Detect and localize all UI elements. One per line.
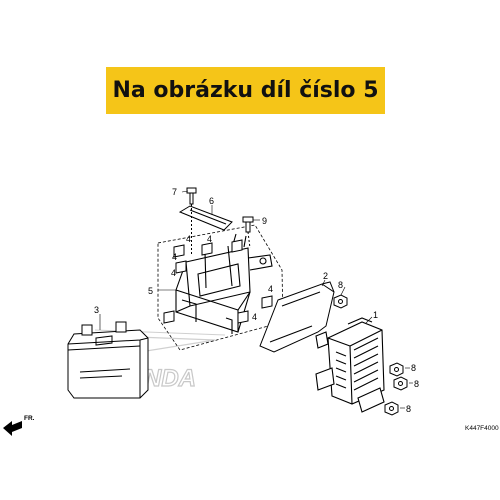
- rubber-pads: [163, 239, 273, 324]
- callout-1: 1: [373, 310, 378, 320]
- callout-3: 3: [94, 305, 99, 315]
- battery-box: [175, 233, 273, 334]
- arrow-left-icon: [3, 421, 22, 436]
- battery: [67, 321, 149, 399]
- battery-strap: [178, 205, 233, 231]
- callout-4f: 4: [268, 284, 273, 294]
- leader-lines: [99, 190, 413, 409]
- callout-9: 9: [262, 216, 267, 226]
- nuts: [333, 294, 408, 416]
- callout-8d: 8: [406, 404, 411, 414]
- callout-8a: 8: [338, 280, 343, 290]
- callout-2: 2: [323, 271, 328, 281]
- callout-4b: 4: [207, 234, 212, 244]
- regulator-rectifier: [315, 317, 385, 413]
- bolt-7: [186, 187, 197, 256]
- drawing-code: K447F4000: [465, 425, 499, 432]
- callout-5: 5: [148, 286, 153, 296]
- callout-4e: 4: [252, 312, 257, 322]
- title-text: Na obrázku díl číslo 5: [112, 78, 379, 103]
- callout-8c: 8: [414, 379, 419, 389]
- callout-6: 6: [209, 196, 214, 206]
- callout-4c: 4: [172, 252, 177, 262]
- callout-numbers: 7 6 9 4 4 4 4 5 3 4 4 2 8 1 8 8 8: [94, 187, 419, 414]
- title-banner: Na obrázku díl číslo 5: [106, 67, 385, 114]
- callout-4a: 4: [186, 234, 191, 244]
- front-direction-indicator: FR.: [3, 415, 35, 436]
- bolt-9: [242, 216, 254, 249]
- callout-4d: 4: [171, 268, 176, 278]
- fr-label: FR.: [24, 415, 35, 422]
- callout-7: 7: [172, 187, 177, 197]
- cover-plate: [259, 281, 335, 353]
- callout-8b: 8: [411, 363, 416, 373]
